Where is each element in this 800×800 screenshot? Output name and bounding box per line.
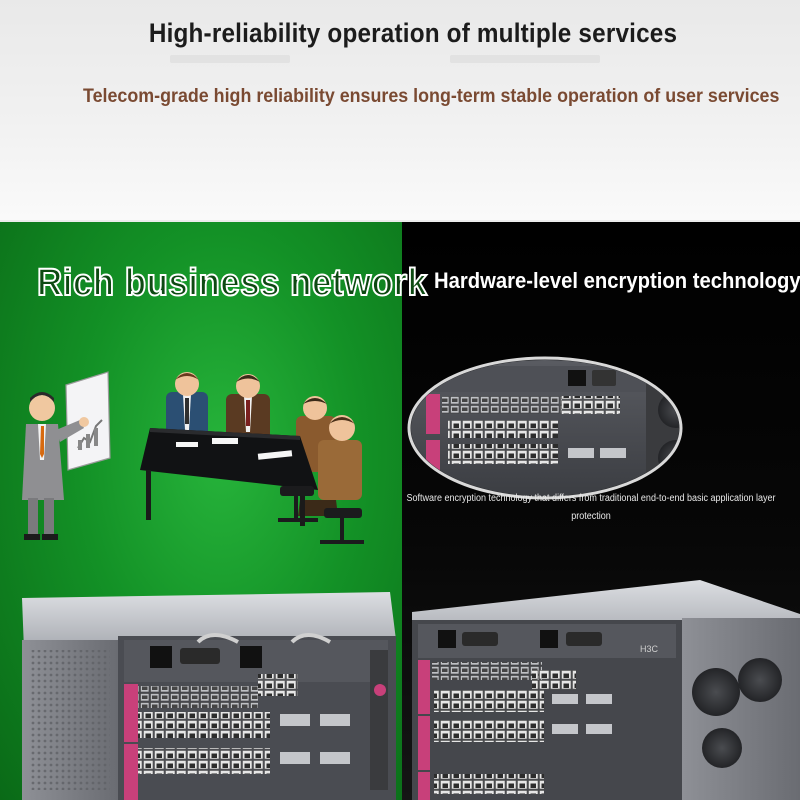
- meeting-illustration: [22, 371, 364, 544]
- page-title: High-reliability operation of multiple s…: [148, 18, 678, 48]
- encryption-title: Hardware-level encryption technology: [434, 268, 800, 293]
- brand-mark-right: H3C: [640, 644, 659, 654]
- seated-person: [226, 374, 270, 444]
- business-network-title: Rich business network: [36, 261, 428, 305]
- caption-line-1: Software encryption technology that diff…: [406, 493, 776, 504]
- router-chassis-left: [22, 592, 396, 800]
- presenter-figure: [22, 392, 89, 540]
- faded-text-bar: [450, 55, 600, 63]
- page-subtitle: Telecom-grade high reliability ensures l…: [83, 86, 780, 107]
- faded-text-bar: [170, 55, 290, 63]
- brand-mark: H3C: [676, 378, 695, 388]
- seated-person: [298, 415, 362, 516]
- router-chassis-right: H3C: [412, 580, 800, 800]
- conference-table: [140, 428, 318, 526]
- caption-line-2: protection: [571, 511, 611, 522]
- zoomed-device-lens: H3C: [407, 356, 695, 500]
- office-chair: [320, 508, 364, 544]
- encryption-caption: Software encryption technology that diff…: [398, 490, 785, 526]
- office-chair: [278, 486, 318, 522]
- hero-banner: [0, 0, 800, 220]
